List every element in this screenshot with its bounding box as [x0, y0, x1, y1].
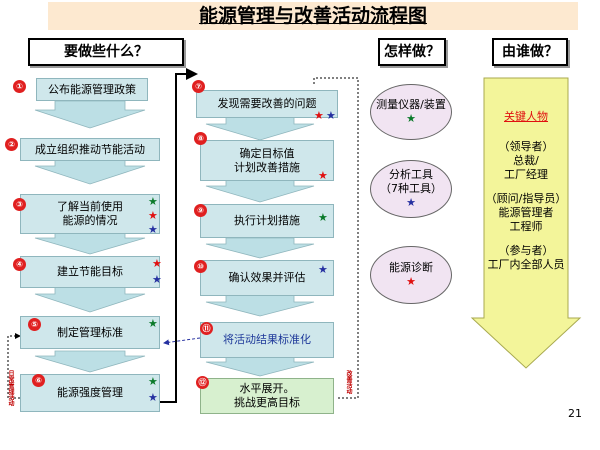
step-12-label: 水平展开。 挑战更高目标	[234, 382, 300, 409]
star-blue-icon: ★	[148, 391, 158, 404]
step-5-label: 制定管理标准	[57, 325, 123, 339]
who-arrow-shape	[470, 77, 582, 369]
step-8-label: 确定目标值 计划改善措施	[234, 146, 300, 174]
right-arrows	[205, 116, 315, 377]
step-6-number: ⑥	[32, 374, 45, 387]
header-how: 怎样做？	[378, 38, 446, 66]
step-5: 制定管理标准	[20, 316, 160, 349]
how-analysis: 分析工具 （7种工具） ★	[370, 160, 452, 218]
step-3: 了解当前使用 能源的情况	[20, 194, 160, 234]
standardize-link	[163, 337, 201, 346]
side-label-left: 日常管理活动	[7, 370, 14, 406]
step-9-number: ⑨	[194, 204, 207, 217]
step-10-label: 确认效果并评估	[228, 271, 306, 284]
how-diagnosis-label: 能源诊断	[389, 261, 433, 274]
title-bar: 能源管理与改善活动流程图	[48, 2, 578, 30]
arrow-r5	[205, 356, 315, 377]
arrow-l3	[34, 232, 146, 255]
step-3-number: ③	[13, 198, 26, 211]
step-4-label: 建立节能目标	[57, 265, 123, 278]
step-8-number: ⑧	[194, 132, 207, 145]
step-11-number: ⑪	[200, 322, 213, 335]
step-2-number: ②	[5, 138, 18, 151]
arrow-l5	[34, 350, 146, 373]
step-5-number: ⑤	[28, 318, 41, 331]
step-1: 公布能源管理政策	[36, 78, 148, 101]
step-7-number: ⑦	[192, 80, 205, 93]
star-red-icon: ★	[406, 275, 416, 288]
who-g2-role: （顾问/指导员）	[485, 192, 567, 205]
arrow-l2	[34, 159, 146, 185]
who-key-person: 关键人物	[504, 110, 548, 123]
step-10-number: ⑩	[194, 260, 207, 273]
who-g2-a: 能源管理者	[498, 206, 554, 219]
header-who: 由谁做？	[492, 38, 568, 66]
step-4: 建立节能目标	[20, 256, 160, 288]
step-9: 执行计划措施	[200, 204, 334, 238]
step-12-number: ⑫	[196, 376, 209, 389]
how-analysis-label: 分析工具 （7种工具）	[380, 168, 442, 195]
who-g2-b: 工程师	[509, 220, 543, 233]
step-11: 将活动结果标准化	[200, 322, 334, 358]
step-7-label: 发现需要改善的问题	[217, 97, 317, 110]
side-label-right: 改善活动	[345, 370, 352, 394]
left-arrows	[34, 100, 146, 373]
star-red-icon: ★	[152, 257, 162, 270]
who-g1-role: （领导者）	[498, 140, 554, 153]
who-g3-a: 工厂内全部人员	[487, 258, 565, 271]
star-blue-icon: ★	[318, 263, 328, 276]
how-measurement: 测量仪器/装置 ★	[370, 84, 452, 140]
star-blue-icon: ★	[326, 109, 336, 122]
star-red-icon: ★	[314, 109, 324, 122]
star-green-icon: ★	[148, 375, 158, 388]
step-9-label: 执行计划措施	[234, 214, 300, 227]
step-1-number: ①	[13, 80, 26, 93]
step-11-label: 将活动结果标准化	[223, 333, 311, 346]
dotted-loop-right	[313, 77, 359, 399]
arrow-l1	[34, 100, 146, 129]
step-6: 能源强度管理	[20, 374, 160, 412]
step-8: 确定目标值 计划改善措施	[200, 140, 334, 181]
step-1-label: 公布能源管理政策	[48, 82, 136, 96]
how-diagnosis: 能源诊断 ★	[370, 246, 452, 304]
step-2: 成立组织推动节能活动	[20, 138, 160, 161]
step-12: 水平展开。 挑战更高目标	[200, 378, 334, 414]
step-6-label: 能源强度管理	[57, 386, 123, 399]
arrow-l4	[34, 286, 146, 313]
step-4-number: ④	[13, 258, 26, 271]
step-2-label: 成立组织推动节能活动	[35, 142, 145, 156]
star-blue-icon: ★	[152, 273, 162, 286]
page-title: 能源管理与改善活动流程图	[198, 5, 427, 27]
who-g3-role: （参与者）	[498, 244, 554, 257]
step-7: 发现需要改善的问题	[196, 90, 338, 118]
arrow-r3	[205, 237, 315, 259]
star-blue-icon: ★	[406, 196, 416, 209]
star-green-icon: ★	[148, 317, 158, 330]
arrow-r2	[205, 179, 315, 203]
how-measurement-label: 测量仪器/装置	[376, 98, 446, 111]
arrow-r4	[205, 294, 315, 317]
dotted-loop-left	[7, 333, 21, 399]
step-10: 确认效果并评估	[200, 260, 334, 296]
who-g1-a: 总裁/	[513, 154, 539, 167]
star-green-icon: ★	[318, 211, 328, 224]
page-number: 21	[568, 407, 582, 420]
star-red-icon: ★	[148, 209, 158, 222]
who-g1-b: 工厂经理	[504, 168, 548, 181]
star-green-icon: ★	[148, 195, 158, 208]
loop-connector	[160, 68, 198, 403]
star-red-icon: ★	[318, 169, 328, 182]
star-blue-icon: ★	[148, 223, 158, 236]
star-green-icon: ★	[406, 112, 416, 125]
who-content: 关键人物 （领导者） 总裁/ 工厂经理 （顾问/指导员） 能源管理者 工程师 （…	[484, 110, 568, 272]
header-what: 要做些什么？	[28, 38, 184, 66]
step-3-label: 了解当前使用 能源的情况	[57, 200, 123, 227]
arrow-r1	[205, 116, 315, 141]
